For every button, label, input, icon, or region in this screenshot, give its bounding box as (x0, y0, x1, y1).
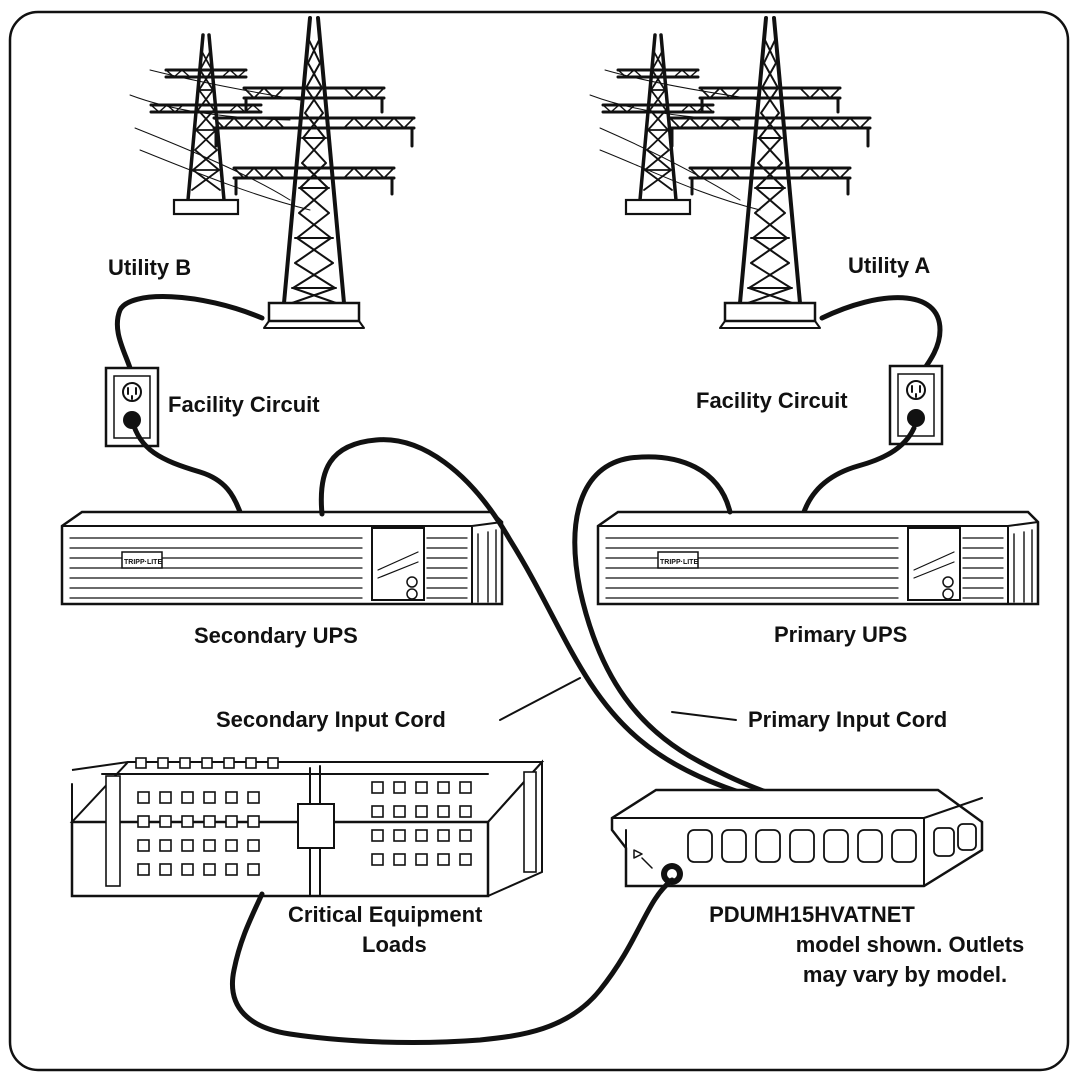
primary-ups: TRIPP·LITE (596, 510, 1040, 606)
label-primary-input-cord: Primary Input Cord (748, 707, 947, 732)
secondary-ups: TRIPP·LITE (60, 510, 504, 606)
facility-outlet-left (104, 366, 160, 448)
cord-outlet-to-secondary-ups (129, 417, 243, 515)
label-utility-a: Utility A (848, 253, 930, 278)
label-secondary-ups: Secondary UPS (194, 623, 358, 648)
diagram-frame (8, 10, 1070, 1072)
label-primary-ups: Primary UPS (774, 622, 907, 647)
label-critical-loads-line1: Critical Equipment (288, 902, 483, 927)
label-facility-circuit-left: Facility Circuit (168, 392, 320, 417)
label-utility-b: Utility B (108, 255, 191, 280)
cord-utility-a (819, 295, 943, 381)
pdu-unit (610, 788, 984, 888)
cord-outlet-to-primary-ups (801, 425, 917, 515)
label-secondary-input-cord: Secondary Input Cord (216, 707, 446, 732)
critical-equipment-rack (69, 757, 545, 898)
label-pdu-line2: model shown. Outlets (796, 932, 1025, 957)
label-pdu-line1: PDUMH15HVATNET (709, 902, 915, 927)
label-facility-circuit-right: Facility Circuit (696, 388, 848, 413)
ups-logo-primary: TRIPP·LITE (660, 559, 698, 566)
tower-utility-b-front (212, 16, 416, 330)
label-pdu-line3: may vary by model. (803, 962, 1007, 987)
primary-input-cord (572, 454, 845, 815)
label-critical-loads-line2: Loads (362, 932, 427, 957)
cord-pdu-to-critical-load (230, 877, 675, 1045)
facility-outlet-right (888, 364, 944, 446)
cord-utility-b (114, 294, 265, 371)
secondary-input-cord (318, 437, 815, 815)
ups-logo-secondary: TRIPP·LITE (124, 559, 162, 566)
tower-utility-b-back (149, 33, 263, 216)
tower-utility-a-front (668, 16, 872, 330)
